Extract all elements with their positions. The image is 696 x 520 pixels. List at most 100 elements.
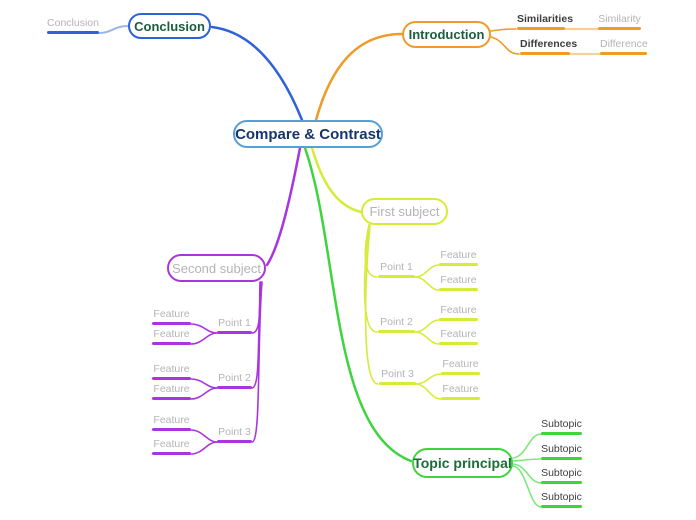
fs-feature-1a[interactable]: Feature [439, 249, 478, 266]
fs-point-3[interactable]: Point 3 [379, 368, 416, 385]
fs-point-1-underline [378, 275, 415, 278]
node-similarities[interactable]: Similarities [517, 13, 574, 30]
ss-point-2[interactable]: Point 2 [217, 372, 252, 389]
tp-subtopic-3-underline [541, 481, 582, 484]
fs-feature-1b-underline [439, 288, 478, 291]
difference-label: Difference [600, 38, 648, 50]
ss-feature-2b-underline [152, 397, 191, 400]
fs-point-2-underline [378, 330, 415, 333]
fs-feature-2a[interactable]: Feature [439, 304, 478, 321]
fs-feature-1b-label: Feature [440, 274, 477, 286]
second-subject-topic[interactable]: Second subject [167, 254, 266, 282]
connector-introduction-similarities [490, 28, 517, 32]
ss-feature-3a-underline [152, 428, 191, 431]
ss-feature-3a[interactable]: Feature [152, 414, 191, 431]
first-subject-topic[interactable]: First subject [361, 198, 448, 225]
connector-root-first-subject [310, 146, 363, 214]
ss-feature-1a[interactable]: Feature [152, 308, 191, 325]
tp-subtopic-4[interactable]: Subtopic [541, 491, 582, 508]
second-subject-topic-label: Second subject [172, 260, 261, 276]
differences-underline [520, 52, 570, 55]
connector-root-introduction [314, 32, 404, 122]
connector-ss-p1-f2 [190, 332, 218, 345]
connector-introduction-differences [490, 36, 520, 55]
fs-feature-3a[interactable]: Feature [441, 358, 480, 375]
ss-feature-1a-label: Feature [153, 308, 190, 320]
conclusion-topic[interactable]: Conclusion [128, 13, 211, 39]
fs-point-2[interactable]: Point 2 [378, 316, 415, 333]
similarities-label: Similarities [517, 13, 574, 25]
connector-ss-p3-f2 [190, 441, 218, 455]
fs-feature-2b-label: Feature [440, 328, 477, 340]
introduction-topic-label: Introduction [408, 27, 485, 42]
node-similarity[interactable]: Similarity [598, 13, 641, 30]
tp-subtopic-2-label: Subtopic [541, 443, 582, 455]
connector-root-second-subject [265, 146, 302, 267]
ss-feature-2a-label: Feature [153, 363, 190, 375]
connector-ss-point2 [251, 281, 262, 389]
topic-principal-topic-label: Topic principal [413, 455, 512, 471]
fs-feature-2a-label: Feature [440, 304, 477, 316]
ss-feature-1b[interactable]: Feature [152, 328, 191, 345]
fs-point-3-label: Point 3 [381, 368, 414, 380]
introduction-topic[interactable]: Introduction [402, 21, 491, 48]
connector-fs-p1-f1 [414, 264, 440, 278]
similarity-underline [598, 27, 641, 30]
ss-feature-3a-label: Feature [153, 414, 190, 426]
node-difference[interactable]: Difference [600, 38, 648, 55]
ss-point-1-underline [217, 331, 252, 334]
fs-feature-3b[interactable]: Feature [441, 383, 480, 400]
connector-tp-subtopic1 [512, 433, 542, 459]
ss-feature-3b-label: Feature [153, 438, 190, 450]
tp-subtopic-3[interactable]: Subtopic [541, 467, 582, 484]
connector-tp-subtopic3 [512, 463, 542, 484]
fs-feature-2a-underline [439, 318, 478, 321]
fs-feature-1a-label: Feature [440, 249, 477, 261]
connector-ss-p3-f1 [190, 429, 218, 443]
connector-conclusion-sub [98, 25, 129, 34]
ss-feature-2a[interactable]: Feature [152, 363, 191, 380]
connector-fs-p3-f1 [415, 373, 442, 385]
fs-point-3-underline [379, 382, 416, 385]
fs-point-1[interactable]: Point 1 [378, 261, 415, 278]
connector-ss-point3 [251, 281, 263, 443]
similarities-underline [517, 27, 565, 30]
ss-feature-2b-label: Feature [153, 383, 190, 395]
fs-feature-2b[interactable]: Feature [439, 328, 478, 345]
ss-point-1[interactable]: Point 1 [217, 317, 252, 334]
conclusion-topic-label: Conclusion [134, 18, 205, 34]
connector-ss-p1-f1 [190, 323, 218, 334]
tp-subtopic-2-underline [541, 457, 582, 460]
connector-fs-p3-f2 [415, 383, 442, 400]
first-subject-topic-label: First subject [369, 204, 440, 219]
conclusion-subtopic[interactable]: Conclusion [47, 17, 99, 34]
node-differences[interactable]: Differences [520, 38, 577, 55]
connector-fs-p2-f2 [414, 331, 440, 345]
fs-feature-1b[interactable]: Feature [439, 274, 478, 291]
connector-fs-p2-f1 [414, 319, 440, 333]
fs-feature-2b-underline [439, 342, 478, 345]
fs-feature-3a-label: Feature [442, 358, 479, 370]
connector-ss-p2-f1 [190, 378, 218, 389]
tp-subtopic-2[interactable]: Subtopic [541, 443, 582, 460]
connector-root-topic-principal [303, 146, 413, 463]
root-topic[interactable]: Compare & Contrast [233, 120, 383, 148]
topic-principal-topic[interactable]: Topic principal [412, 448, 513, 478]
connector-tp-subtopic4 [512, 465, 542, 508]
root-topic-label: Compare & Contrast [235, 125, 381, 143]
ss-point-1-label: Point 1 [218, 317, 251, 329]
connector-tp-subtopic2 [512, 458, 542, 462]
tp-subtopic-1[interactable]: Subtopic [541, 418, 582, 435]
tp-subtopic-4-underline [541, 505, 582, 508]
ss-feature-2a-underline [152, 377, 191, 380]
ss-point-3[interactable]: Point 3 [217, 426, 252, 443]
fs-point-1-label: Point 1 [380, 261, 413, 273]
ss-feature-3b[interactable]: Feature [152, 438, 191, 455]
tp-subtopic-1-underline [541, 432, 582, 435]
ss-feature-2b[interactable]: Feature [152, 383, 191, 400]
ss-point-2-label: Point 2 [218, 372, 251, 384]
tp-subtopic-1-label: Subtopic [541, 418, 582, 430]
tp-subtopic-3-label: Subtopic [541, 467, 582, 479]
